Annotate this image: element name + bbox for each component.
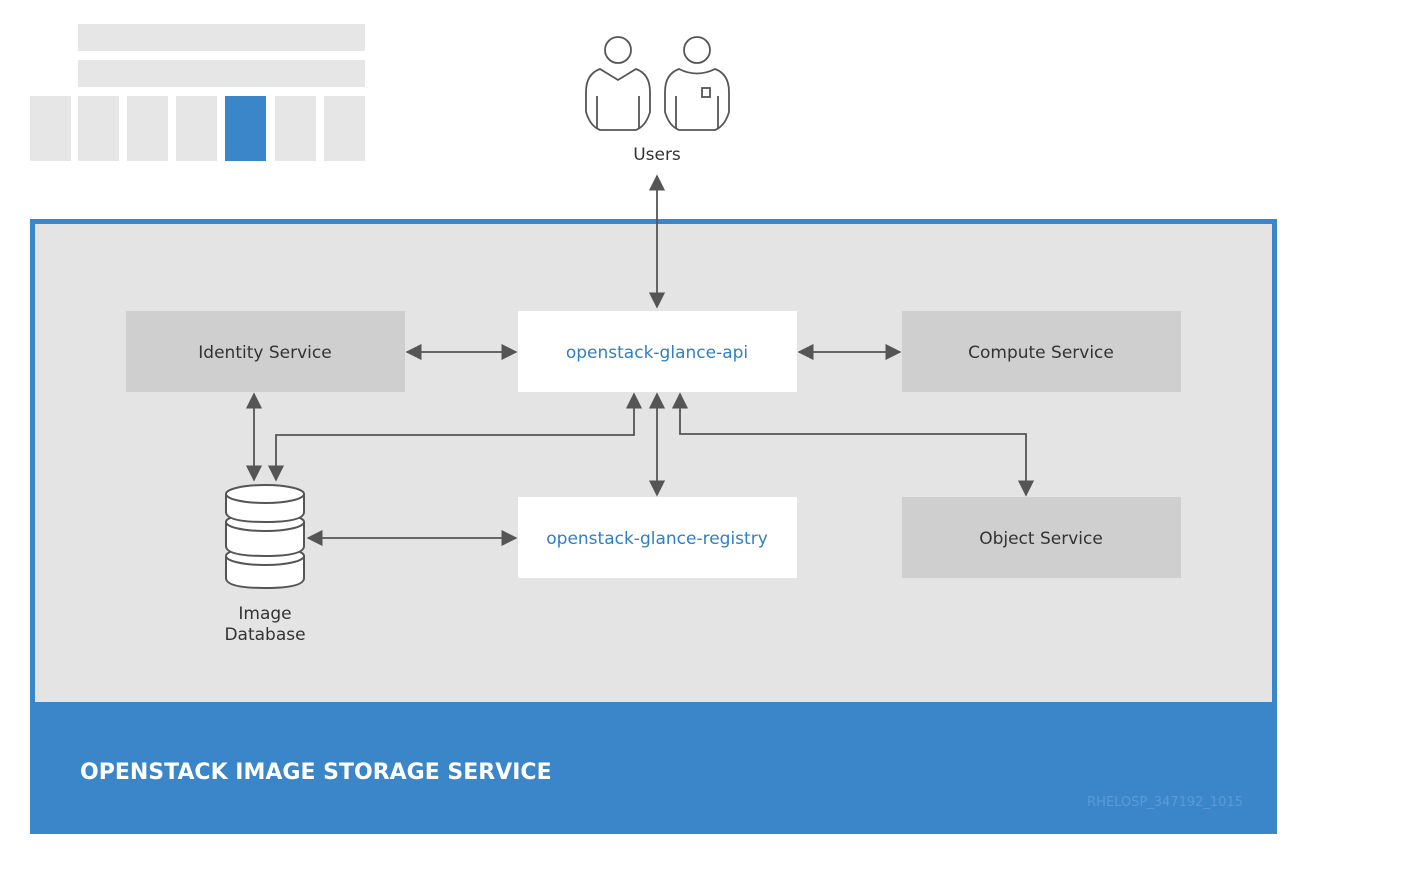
user-icon (585, 36, 651, 131)
database-icon (225, 484, 305, 590)
banner-code: RHELOSP_347192_1015 (1087, 795, 1243, 810)
compute-service-box (902, 311, 1181, 392)
glance-registry-label: openstack-glance-registry (546, 529, 768, 549)
glance-api-label: openstack-glance-api (566, 343, 748, 363)
database-label-line1: Image (238, 604, 291, 624)
object-service-box (902, 497, 1181, 578)
compute-service-label: Compute Service (968, 343, 1114, 363)
object-service-label: Object Service (979, 529, 1103, 549)
layer-indicator-icon (30, 24, 365, 161)
api-object-connector (671, 392, 1035, 497)
image-storage-service-panel (35, 224, 1272, 702)
glance-api-box (518, 311, 797, 392)
database-api-connector (267, 392, 643, 482)
database-label-line2: Database (224, 625, 305, 645)
user-icon (664, 36, 730, 131)
users-label: Users (633, 145, 681, 165)
glance-registry-box (518, 497, 797, 578)
identity-service-label: Identity Service (198, 343, 331, 363)
identity-service-box (126, 311, 405, 392)
banner-title: OPENSTACK IMAGE STORAGE SERVICE (80, 760, 552, 785)
